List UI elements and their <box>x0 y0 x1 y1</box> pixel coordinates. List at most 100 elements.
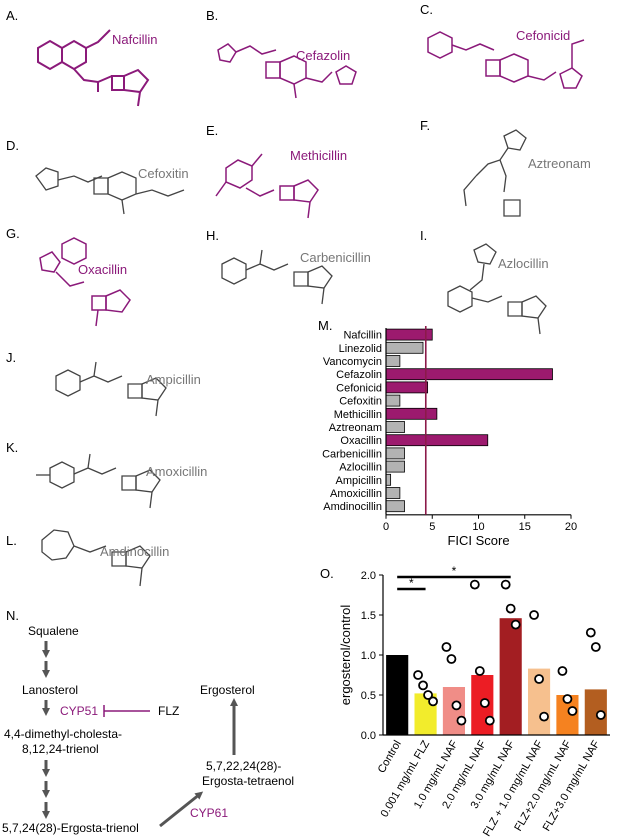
fici-bar <box>385 447 405 460</box>
panel-label-f: F. <box>420 118 430 133</box>
ergosterol-data-point <box>451 700 462 711</box>
drug-name-cefonicid: Cefonicid <box>516 28 570 43</box>
ergosterol-data-point <box>428 696 438 707</box>
panel-label-l: L. <box>6 533 17 548</box>
ergosterol-y-tick-label: 2.0 <box>361 570 376 582</box>
pathway-squalene: Squalene <box>28 624 79 638</box>
pathway-trienol-line1: 4,4-dimethyl-cholesta- <box>4 727 122 741</box>
significance-star: * <box>409 576 414 590</box>
panel-label-i: I. <box>420 228 427 243</box>
fici-category-label: Amdinocillin <box>323 501 382 513</box>
fici-bar <box>385 355 401 367</box>
pathway-arrow <box>159 791 204 828</box>
ergosterol-bar <box>556 695 579 735</box>
panel-label-j: J. <box>6 350 16 365</box>
ergosterol-pathway: Squalene Lanosterol CYP51 FLZ 4,4-dimeth… <box>2 624 294 835</box>
fici-category-label: Methicillin <box>334 409 382 421</box>
fici-bar <box>385 341 424 354</box>
drug-name-amdinocillin: Amdinocillin <box>100 544 169 559</box>
pathway-ergosta-trienol: 5,7,24(28)-Ergosta-trienol <box>2 821 139 835</box>
pathway-flz: FLZ <box>158 704 179 718</box>
structure-ampicillin <box>55 361 167 417</box>
panel-label-g: G. <box>6 226 20 241</box>
ergosterol-data-point <box>423 690 433 700</box>
pathway-ergosterol: Ergosterol <box>200 683 255 697</box>
fici-x-tick-label: 10 <box>472 521 484 533</box>
fici-bar-chart: NafcillinLinezolidVancomycinCefazolinCef… <box>322 326 577 548</box>
ergosterol-data-point <box>456 715 467 726</box>
ergosterol-data-point <box>595 710 606 720</box>
panel-label-e: E. <box>206 123 218 138</box>
drug-name-cefoxitin: Cefoxitin <box>138 166 189 181</box>
ergosterol-data-point <box>585 627 596 638</box>
drug-name-methicillin: Methicillin <box>290 148 347 163</box>
fici-category-label: Ampicillin <box>336 475 382 487</box>
fici-category-label: Oxacillin <box>340 435 382 447</box>
fici-bar <box>385 434 489 447</box>
fici-category-label: Vancomycin <box>323 356 382 368</box>
panel-label-a: A. <box>6 8 18 23</box>
fici-category-label: Nafcillin <box>343 330 382 342</box>
panel-label-d: D. <box>6 138 19 153</box>
ergosterol-bar <box>584 689 607 735</box>
structure-oxacillin <box>39 237 131 327</box>
fici-x-tick-label: 0 <box>383 521 389 533</box>
drug-name-amoxicillin: Amoxicillin <box>146 464 207 479</box>
ergosterol-y-tick-label: 0.5 <box>361 690 376 702</box>
fici-bar <box>385 394 401 407</box>
fici-category-label: Cefoxitin <box>339 396 382 408</box>
ergosterol-data-point <box>529 610 539 620</box>
panel-label-b: B. <box>206 8 218 23</box>
ergosterol-category-label: Control <box>376 739 404 776</box>
ergosterol-data-point <box>500 579 511 590</box>
fici-x-tick-label: 5 <box>429 521 435 533</box>
ergosterol-y-tick-label: 1.0 <box>361 650 376 662</box>
fici-bar <box>385 381 429 394</box>
ergosterol-data-point <box>590 642 601 652</box>
drug-name-ampicillin: Ampicillin <box>146 372 201 387</box>
ergosterol-data-point <box>562 694 573 704</box>
significance-star: * <box>452 564 457 578</box>
drug-name-cefazolin: Cefazolin <box>296 48 350 63</box>
pathway-cyp51: CYP51 <box>60 704 98 718</box>
pathway-lanosterol: Lanosterol <box>22 683 78 697</box>
fici-bar <box>385 407 438 420</box>
ergosterol-bar <box>386 655 409 735</box>
ergosterol-data-point <box>567 706 578 716</box>
ergosterol-y-tick-label: 0.0 <box>361 730 376 742</box>
ergosterol-data-point <box>413 670 423 680</box>
fici-category-label: Aztreonam <box>329 422 382 434</box>
fici-bar <box>385 487 401 499</box>
structure-cefoxitin <box>35 167 185 215</box>
ergosterol-y-tick-label: 1.5 <box>361 610 376 622</box>
pathway-tetraenol-line1: 5,7,22,24(28)- <box>206 759 281 773</box>
ergosterol-bar <box>442 687 466 735</box>
ergosterol-y-axis-label: ergosterol/control <box>338 605 353 706</box>
ergosterol-data-point <box>505 603 516 614</box>
ergosterol-data-point <box>474 666 485 676</box>
structure-cefazolin <box>217 43 357 99</box>
fici-x-tick-label: 15 <box>519 521 531 533</box>
panel-label-o: O. <box>320 566 334 581</box>
panel-label-h: H. <box>206 228 219 243</box>
structure-azlocillin <box>447 243 547 335</box>
fici-category-label: Cefazolin <box>336 369 382 381</box>
ergosterol-data-point <box>479 698 490 708</box>
panel-label-n: N. <box>6 608 19 623</box>
ergosterol-data-point <box>484 715 495 726</box>
drug-name-nafcillin: Nafcillin <box>112 32 158 47</box>
pathway-tetraenol-line2: Ergosta-tetraenol <box>202 774 294 788</box>
pathway-trienol-line2: 8,12,24-trienol <box>22 742 99 756</box>
structure-nafcillin <box>37 29 150 107</box>
ergosterol-bar <box>499 618 522 735</box>
fici-bar <box>385 368 553 381</box>
ergosterol-data-point <box>510 619 521 630</box>
fici-category-label: Carbenicillin <box>322 448 382 460</box>
structure-amoxicillin <box>36 453 161 509</box>
fici-bar <box>385 500 405 513</box>
ergosterol-data-point <box>534 674 544 684</box>
fici-category-label: Azlocillin <box>339 462 382 474</box>
fici-bar <box>385 421 405 433</box>
structure-aztreonam <box>463 129 527 217</box>
